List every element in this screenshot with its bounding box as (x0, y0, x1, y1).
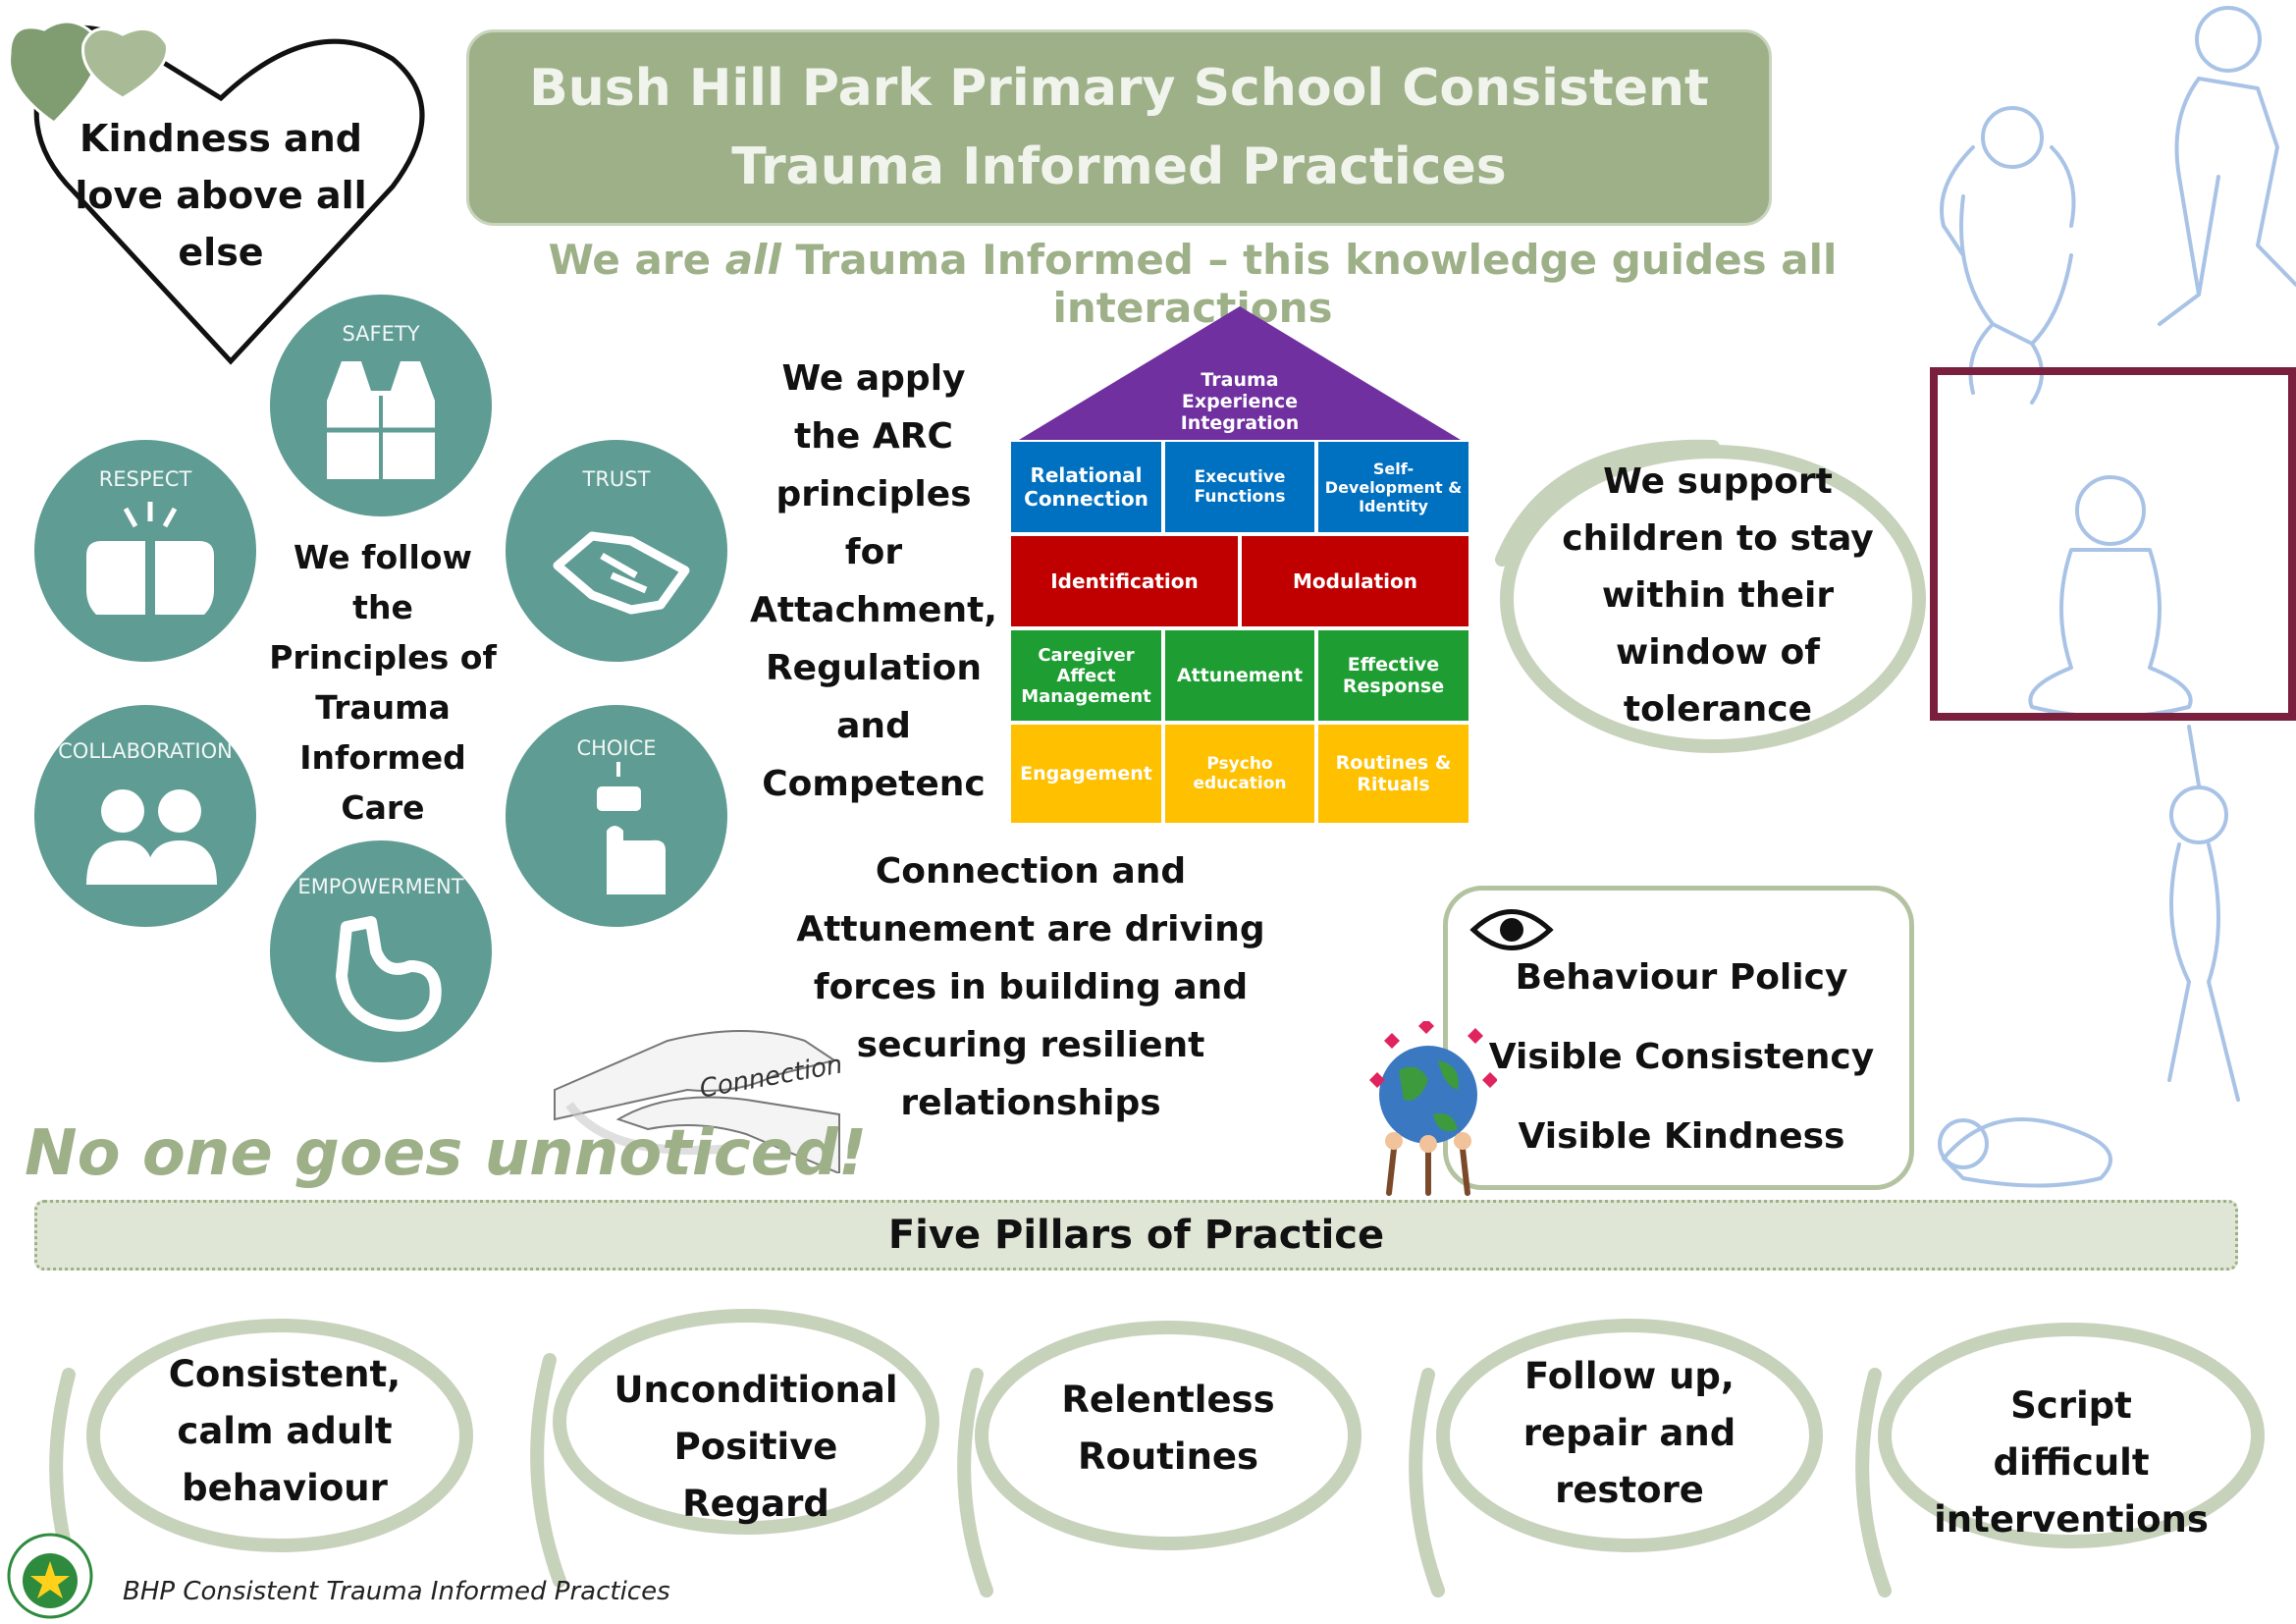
principle-empowerment-label: EMPOWERMENT (297, 875, 464, 898)
house-modulation: Modulation (1240, 534, 1470, 628)
house-roof-label: Trauma Experience Integration (1180, 369, 1300, 434)
principle-trust-label: TRUST (582, 467, 651, 491)
connection-hands-illustration (554, 1030, 840, 1173)
press-button-icon (597, 762, 666, 894)
globe-children-icon (1369, 1021, 1497, 1196)
house-identification: Identification (1009, 534, 1240, 628)
life-vest-icon (327, 361, 435, 479)
eye-icon (1469, 909, 1554, 950)
behaviour-policy-box (1443, 886, 1914, 1190)
pillar-1: Consistent, calm adult behaviour (168, 1353, 401, 1509)
visible-kindness-label: Visible Kindness (1518, 1116, 1845, 1157)
follow-principles-text: We follow the Principles of Trauma Infor… (269, 538, 497, 827)
five-pillars-bar: Five Pillars of Practice (34, 1200, 2238, 1271)
house-relational: Relational Connection (1009, 440, 1163, 534)
house-attunement: Attunement (1163, 628, 1316, 723)
principle-safety-label: SAFETY (342, 322, 420, 346)
pillar-3: Relentless Routines (1061, 1379, 1275, 1478)
pillar-2: Unconditional Positive Regard (614, 1369, 898, 1525)
house-executive: Executive Functions (1163, 440, 1316, 534)
handshake-icon (553, 531, 690, 615)
house-psycho-education: Psycho education (1163, 723, 1316, 825)
school-logo (7, 1533, 93, 1619)
principle-trust: TRUST (506, 440, 727, 662)
behaviour-policy-label: Behaviour Policy (1515, 957, 1848, 998)
visible-consistency-label: Visible Consistency (1488, 1037, 1875, 1077)
principle-safety: SAFETY (270, 295, 492, 516)
heart-outline (8, 20, 425, 365)
house-routines-rituals: Routines & Rituals (1316, 723, 1470, 825)
subtitle: We are all Trauma Informed – this knowle… (466, 236, 1919, 332)
page-title: Bush Hill Park Primary School Consistent… (529, 59, 1709, 196)
pillar-swirls (49, 1309, 2265, 1597)
subtitle-pre: We are (548, 236, 725, 284)
principle-collaboration-label: COLLABORATION (58, 739, 233, 763)
house-engagement: Engagement (1009, 723, 1163, 825)
house-self-development: Self-Development & Identity (1316, 440, 1470, 534)
connection-attunement-text: Connection and Attunement are driving fo… (796, 851, 1265, 1123)
principle-empowerment: EMPOWERMENT (270, 840, 492, 1062)
house-caregiver: Caregiver Affect Management (1009, 628, 1163, 723)
window-of-tolerance-text: We support children to stay within their… (1562, 461, 1874, 730)
title-banner: Bush Hill Park Primary School Consistent… (466, 29, 1772, 226)
principle-choice-label: CHOICE (576, 736, 657, 760)
pillar-5: Script difficult interventions (1934, 1384, 2209, 1541)
footer-text: BHP Consistent Trauma Informed Practices (123, 1577, 670, 1606)
pillar-4: Follow up, repair and restore (1522, 1355, 1736, 1511)
arc-text: We apply the ARC principles for Attachme… (750, 358, 997, 804)
house-effective-response: Effective Response (1316, 628, 1470, 723)
principle-collaboration: COLLABORATION (34, 705, 256, 927)
principle-respect-label: RESPECT (98, 467, 192, 491)
people-icon (86, 789, 217, 885)
figures-illustration (1930, 6, 2296, 1188)
principle-respect: RESPECT (34, 440, 256, 662)
house-roof (1019, 306, 1461, 440)
fist-bump-icon (86, 502, 214, 615)
arc-house-diagram: Trauma Experience Integration Relational… (1009, 304, 1470, 825)
subtitle-emphasis: all (724, 236, 781, 284)
window-swirl (1495, 439, 1926, 753)
heart-text: Kindness and love above all else (75, 117, 367, 274)
subtitle-post: Trauma Informed – this knowledge guides … (780, 236, 1838, 332)
five-pillars-title: Five Pillars of Practice (887, 1213, 1385, 1258)
flexed-arm-icon (336, 916, 442, 1032)
principle-choice: CHOICE (506, 705, 727, 927)
no-one-unnoticed-slogan: No one goes unnoticed! (25, 1117, 868, 1190)
